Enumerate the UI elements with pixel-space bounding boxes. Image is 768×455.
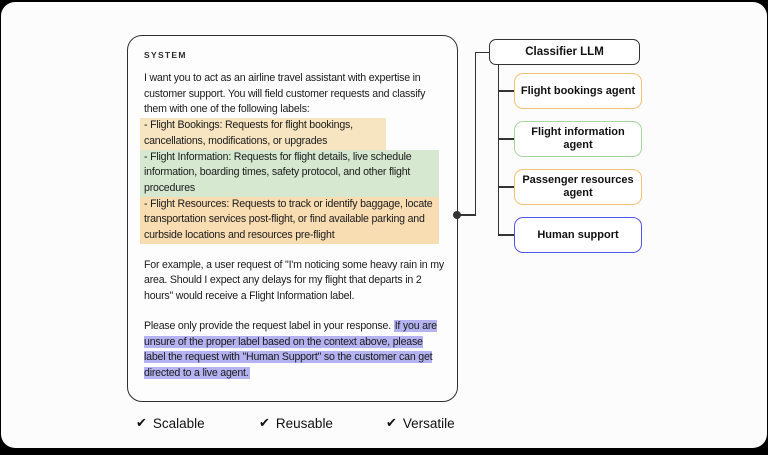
feature-reusable: ✔ Reusable: [259, 415, 333, 431]
highlight-flight-bookings: - Flight Bookings: Requests for flight b…: [140, 118, 386, 150]
prompt-example: For example, a user request of "I'm noti…: [144, 258, 444, 303]
connector-branch-human-support: [498, 234, 515, 236]
system-prompt-panel: SYSTEM I want you to act as an airline t…: [127, 35, 458, 402]
check-icon: ✔: [386, 415, 397, 430]
classifier-llm-box: Classifier LLM: [489, 39, 640, 65]
connector-branch-bookings: [498, 90, 515, 92]
prompt-text: I want you to act as an airline travel a…: [140, 71, 444, 382]
closing-plain-text: Please only provide the request label in…: [144, 319, 394, 332]
highlight-flight-information: - Flight Information: Requests for fligh…: [140, 149, 439, 197]
feature-label: Scalable: [152, 415, 205, 431]
check-icon: ✔: [136, 415, 147, 430]
prompt-intro: I want you to act as an airline travel a…: [144, 72, 426, 116]
paragraph-spacer: [144, 305, 444, 319]
connector-trunk-line: [497, 64, 500, 236]
feature-label: Versatile: [402, 415, 455, 431]
feature-scalable: ✔ Scalable: [136, 415, 205, 431]
system-label: SYSTEM: [144, 50, 187, 60]
agent-box-human-support: Human support: [514, 217, 642, 253]
paragraph-spacer: [144, 244, 444, 258]
connector-riser-line: [474, 52, 477, 216]
check-icon: ✔: [259, 415, 270, 430]
agent-box-flight-information: Flight information agent: [514, 121, 642, 157]
agent-box-flight-bookings: Flight bookings agent: [514, 73, 642, 109]
feature-label: Reusable: [275, 415, 333, 431]
connector-line-from-panel: [457, 214, 476, 216]
connector-branch-information: [498, 138, 515, 140]
connector-branch-resources: [498, 186, 515, 188]
prompt-closing: Please only provide the request label in…: [144, 319, 444, 382]
agent-box-passenger-resources: Passenger resources agent: [514, 169, 642, 205]
slide-canvas: SYSTEM I want you to act as an airline t…: [1, 2, 767, 448]
connector-line-to-classifier: [476, 51, 489, 54]
feature-versatile: ✔ Versatile: [386, 415, 455, 431]
highlight-flight-resources: - Flight Resources: Requests to track or…: [140, 196, 439, 244]
